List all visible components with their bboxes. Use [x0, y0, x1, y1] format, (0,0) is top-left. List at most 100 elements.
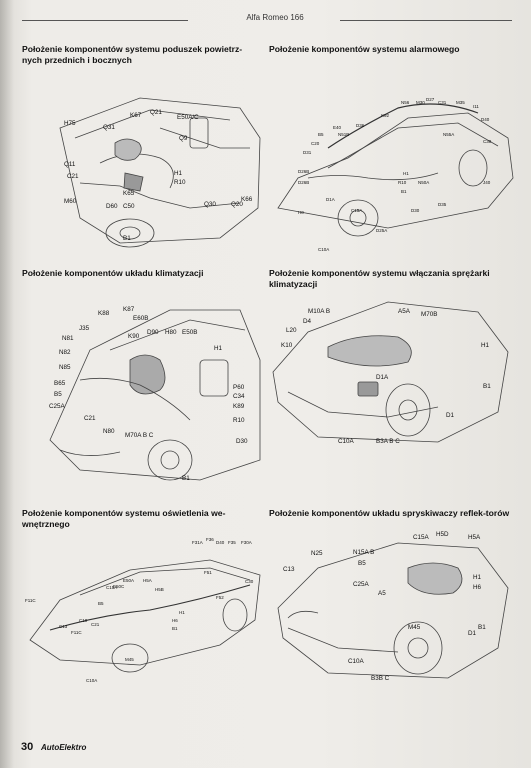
- component-label: C30: [483, 139, 492, 144]
- component-label: N51B: [338, 132, 350, 137]
- component-label: D25A: [376, 228, 388, 233]
- car-outline-drawing: [29, 559, 261, 673]
- component-label: H5A: [143, 578, 152, 583]
- publisher-logo: AutoElektro: [41, 743, 87, 752]
- component-label: A5A: [398, 308, 410, 315]
- component-label: E50A: [123, 578, 135, 583]
- component-label: C10A: [86, 678, 98, 683]
- component-label: C30: [245, 579, 254, 584]
- car-interior-drawing: [59, 97, 261, 248]
- component-label: C34: [233, 393, 245, 400]
- component-label: H0: [298, 210, 304, 215]
- component-label: H1: [214, 345, 223, 352]
- component-label: D30: [236, 438, 248, 445]
- component-label: M60: [64, 198, 77, 205]
- component-label: M70A B C: [125, 432, 154, 439]
- component-label: N50A: [418, 180, 430, 185]
- dashboard-drawing: [49, 309, 261, 481]
- component-label: J35: [79, 325, 90, 332]
- component-label: E50A/C: [177, 114, 199, 121]
- component-label: H80: [165, 329, 177, 336]
- component-label: D26B: [298, 180, 310, 185]
- component-label: N25: [311, 550, 323, 557]
- component-label: B5: [318, 132, 324, 137]
- component-label: C10A: [318, 247, 330, 252]
- section-title-compressor: Położenie komponentów systemu włączania …: [269, 268, 490, 289]
- component-label: Q21: [150, 109, 162, 116]
- component-label: B1: [123, 235, 131, 242]
- component-label: Q31: [103, 124, 115, 131]
- component-label: C21: [91, 622, 100, 627]
- component-label: F30A: [241, 540, 252, 545]
- component-label: H1: [481, 342, 490, 349]
- component-label: B5: [54, 391, 62, 398]
- component-label: C25A: [353, 581, 369, 588]
- section-title-airbags: Położenie komponentów systemu poduszek p…: [22, 44, 243, 65]
- component-label: K90: [128, 333, 140, 340]
- section-title-climate: Położenie komponentów układu klimatyzacj…: [22, 268, 204, 278]
- header-rule-right: [340, 20, 512, 21]
- component-label: H6: [172, 618, 178, 623]
- component-label: R10: [233, 417, 245, 424]
- component-label: N15A B: [353, 549, 375, 556]
- component-label: F31A: [192, 540, 203, 545]
- component-label: N56: [401, 100, 410, 105]
- component-label: C31: [438, 100, 447, 105]
- component-label: N82: [59, 349, 71, 356]
- component-label: F51: [204, 570, 212, 575]
- component-label: D31: [303, 150, 312, 155]
- component-label: E50C: [113, 584, 125, 589]
- component-label: C10A: [348, 658, 364, 665]
- component-label: Q20: [231, 201, 243, 208]
- component-label: K67: [130, 112, 142, 119]
- component-label: H6: [473, 584, 482, 591]
- front-car-drawing: [277, 542, 509, 679]
- car-side-drawing: [277, 103, 514, 237]
- component-label: C13: [59, 624, 68, 629]
- component-label: B3B C: [371, 675, 390, 682]
- component-label: D4: [303, 318, 312, 325]
- component-label: C15A: [413, 534, 429, 541]
- component-label: C15A: [351, 208, 363, 213]
- component-label: D1: [446, 412, 455, 419]
- component-label: C10: [79, 618, 88, 623]
- component-label: K65: [123, 190, 135, 197]
- component-label: B5: [358, 560, 366, 567]
- component-label: F52: [216, 595, 224, 600]
- component-label: F35: [228, 540, 236, 545]
- component-label: M45: [125, 657, 134, 662]
- component-label: M70B: [421, 311, 438, 318]
- page-number: 30: [21, 741, 34, 753]
- component-label: B1: [483, 383, 491, 390]
- component-label: B1: [182, 475, 190, 482]
- component-label: F11C: [71, 630, 82, 635]
- component-label: C20: [311, 141, 320, 146]
- component-label: D90: [147, 329, 159, 336]
- component-label: D1: [468, 630, 477, 637]
- component-label: H5A: [468, 534, 481, 541]
- component-label: L20: [286, 327, 297, 334]
- component-label: D1A: [326, 197, 335, 202]
- page-header-title: Alfa Romeo 166: [246, 13, 304, 22]
- component-label: Q11: [64, 161, 76, 168]
- component-label: D36: [356, 123, 365, 128]
- component-label: K89: [233, 403, 245, 410]
- component-label: H1: [403, 171, 409, 176]
- component-label: B3A B C: [376, 438, 400, 445]
- component-label: N55A: [443, 132, 455, 137]
- component-label: M30: [416, 100, 425, 105]
- section-title-washers: Położenie komponentów układu spryskiwacz…: [269, 508, 510, 518]
- component-label: H5B: [155, 587, 164, 592]
- component-label: D40: [481, 117, 490, 122]
- header-rule-left: [22, 20, 188, 21]
- component-label: C21: [84, 415, 96, 422]
- component-label: H75: [64, 120, 76, 127]
- component-label: N81: [62, 335, 74, 342]
